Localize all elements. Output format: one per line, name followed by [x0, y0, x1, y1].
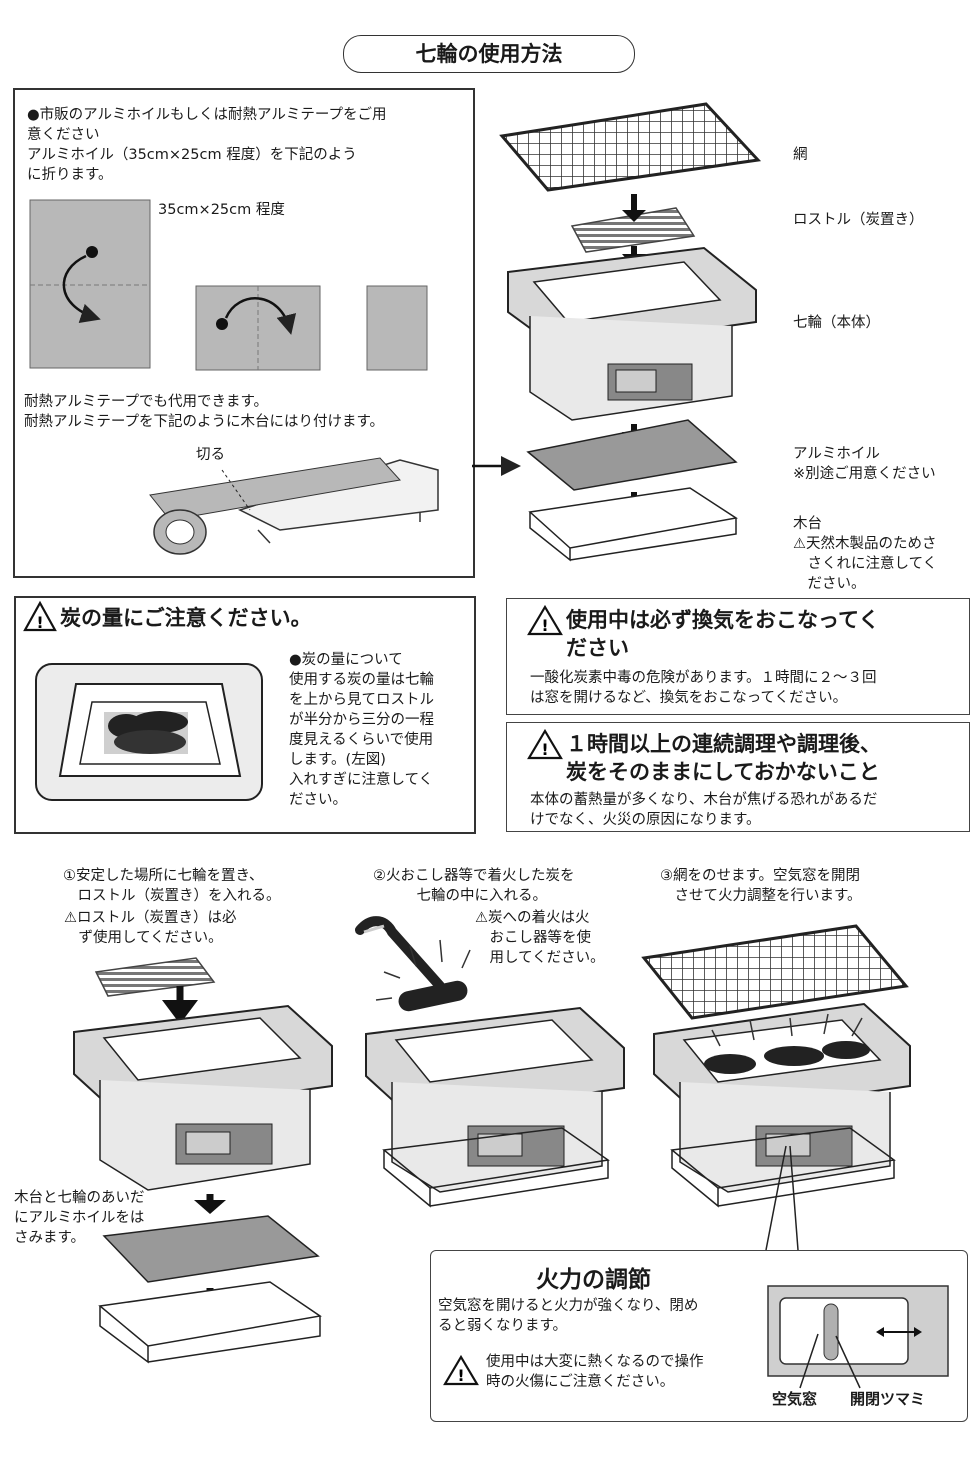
- svg-text:!: !: [457, 1366, 464, 1385]
- ventilation-text: 一酸化炭素中毒の危険があります。１時間に２～３回 は窓を開けるなど、換気をおこな…: [530, 670, 877, 706]
- ventilation-box: [506, 598, 970, 715]
- svg-text:!: !: [36, 613, 43, 632]
- tape-note: 耐熱アルミテープでも代用できます。 耐熱アルミテープを下記のように木台にはり付け…: [24, 394, 385, 430]
- step-2-note: ⚠炭への着火は火 おこし器等を使 用してください。: [475, 910, 605, 966]
- charcoal-text: ●炭の量について 使用する炭の量は七輪 を上から見てロストル が半分から三分の一…: [289, 652, 434, 808]
- step-3-illustration: [641, 924, 911, 1251]
- step-1-note: ⚠ロストル（炭置き）は必 ず使用してください。: [64, 910, 237, 946]
- down-arrow-icon: [622, 210, 646, 222]
- part-label-foil: アルミホイル ※別途ご用意ください: [793, 446, 936, 482]
- continuous-text: 本体の蓄熱量が多くなり、木台が焦げる恐れがあるだ けでなく、火災の原因になります…: [530, 792, 878, 828]
- step-1-illustration: [73, 957, 333, 1364]
- foil-fold-diagram: [29, 199, 428, 371]
- warning-icon-ventilation: !: [527, 604, 563, 636]
- svg-text:!: !: [541, 616, 548, 635]
- warning-icon: !: [23, 600, 57, 632]
- foil-note: 木台と七輪のあいだ にアルミホイルをは さみます。: [14, 1190, 145, 1246]
- air-window-detail: [767, 1285, 949, 1389]
- page-title: 七輪の使用方法: [343, 35, 635, 73]
- charcoal-title: 炭の量にご注意ください。: [60, 606, 312, 630]
- part-label-rostle: ロストル（炭置き）: [793, 212, 924, 228]
- foil-size-label: 35cm×25cm 程度: [158, 202, 285, 218]
- part-label-net: 網: [793, 147, 808, 163]
- fire-text: 空気窓を開けると火力が強くなり、閉め ると弱くなります。: [438, 1298, 699, 1334]
- step-3-text: ③網をのせます。空気窓を開閉 させて火力調整を行います。: [660, 868, 862, 904]
- part-label-base: 木台 ⚠天然木製品のためさ さくれに注意してく ださい。: [793, 516, 938, 592]
- svg-text:!: !: [541, 740, 548, 759]
- step-2-illustration: [355, 916, 625, 1208]
- fire-title: 火力の調節: [536, 1267, 651, 1293]
- tape-on-base-diagram: [149, 457, 439, 555]
- continuous-box: [506, 722, 970, 832]
- cut-label: 切る: [196, 447, 225, 463]
- warning-icon-fire: !: [443, 1354, 479, 1386]
- step-1-text: ①安定した場所に七輪を置き、 ロストル（炭置き）を入れる。: [63, 868, 281, 904]
- warning-icon-continuous: !: [527, 728, 563, 760]
- fire-warning: 使用中は大変に熱くなるので操作 時の火傷にご注意ください。: [486, 1354, 704, 1390]
- part-label-body: 七輪（本体）: [793, 315, 880, 331]
- knob-label: 開閉ツマミ: [850, 1390, 926, 1408]
- exploded-view: [499, 102, 762, 562]
- ventilation-title: 使用中は必ず換気をおこなってく ださい: [566, 608, 880, 660]
- charcoal-top-view: [35, 663, 263, 801]
- prep-intro: ●市販のアルミホイルもしくは耐熱アルミテープをご用 意ください アルミホイル（3…: [27, 107, 387, 183]
- continuous-title: １時間以上の連続調理や調理後、 炭をそのままにしておかないこと: [566, 732, 881, 784]
- air-window-label: 空気窓: [772, 1390, 818, 1408]
- step-2-text: ②火おこし器等で着火した炭を 七輪の中に入れる。: [373, 868, 575, 904]
